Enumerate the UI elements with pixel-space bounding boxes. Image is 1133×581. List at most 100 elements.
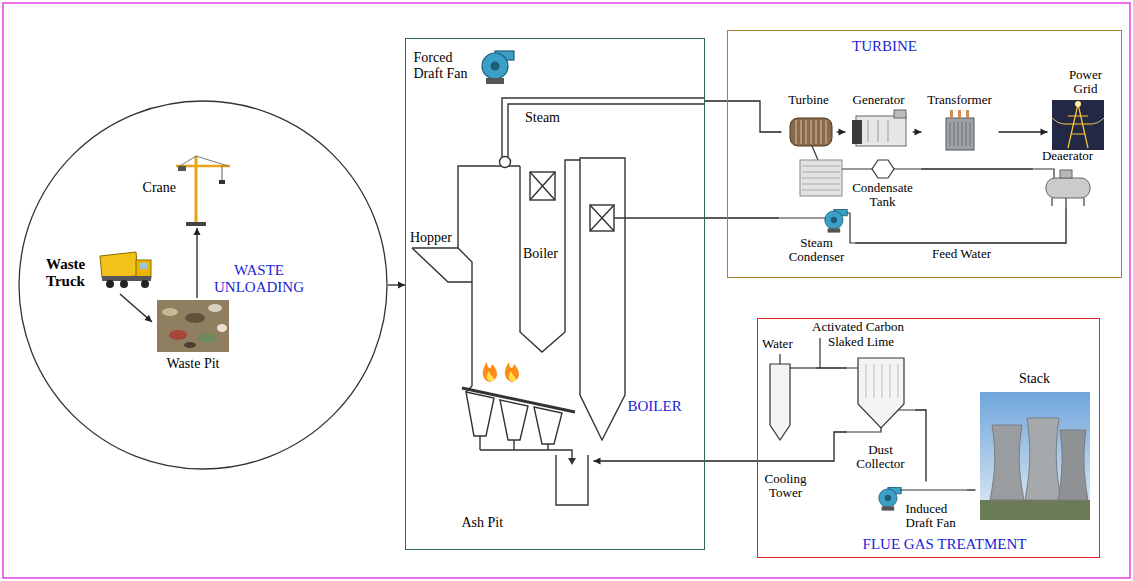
node-label: Waste Pit <box>152 356 234 372</box>
radiator-body <box>800 160 842 196</box>
connector-line <box>855 210 1067 244</box>
turbine-box: TURBINETurbineGeneratorTransformerPower … <box>727 30 1122 278</box>
truck-item: Waste Truck <box>44 244 154 294</box>
crane-icon <box>176 156 230 226</box>
part-label: Slaked Lime <box>828 335 908 350</box>
night-sky <box>1052 100 1104 150</box>
tower <box>1058 430 1088 500</box>
hopper-funnel <box>412 248 472 282</box>
boiler-drawing <box>412 98 705 505</box>
flame <box>483 362 497 382</box>
generator-ribs <box>868 120 888 142</box>
radiator-fins <box>802 166 840 190</box>
ash-pit-tank <box>556 455 588 505</box>
crane-hook <box>219 180 225 184</box>
deaerator-tank <box>1046 178 1090 198</box>
arrow-head <box>194 228 201 235</box>
node-label: WASTE UNLOADING <box>204 262 314 297</box>
node-label: Generator <box>846 93 912 108</box>
connector <box>705 101 782 132</box>
turbine-icon <box>790 118 832 146</box>
transformer-body <box>946 118 974 150</box>
superheater <box>530 172 555 200</box>
waste-piece <box>169 330 187 340</box>
hopper-chute <box>412 248 472 386</box>
steam-pipe <box>502 98 705 157</box>
node-label: TURBINE <box>835 38 935 55</box>
deaerator-outlet <box>1065 198 1066 210</box>
connector-line <box>594 432 848 461</box>
turbine-blades <box>796 120 826 144</box>
power-wires <box>1052 118 1104 124</box>
arrow-head <box>1041 129 1048 136</box>
power-grid-image <box>1052 100 1104 150</box>
part-label: Hopper <box>410 230 460 246</box>
truck-bed <box>100 252 138 278</box>
tower <box>1025 418 1061 500</box>
tower-outlet <box>790 367 814 368</box>
deaerator-inlet <box>1034 169 1054 179</box>
part-label: Water <box>762 337 802 352</box>
reagent-line <box>819 338 820 368</box>
waste-piece <box>184 342 196 348</box>
connector <box>194 228 201 298</box>
tank-item: Condensate Tank <box>846 156 921 214</box>
deaerator-item: Deaerator <box>1034 148 1103 210</box>
connector-line <box>705 217 780 218</box>
waste-piece <box>185 313 205 323</box>
steam-pipe <box>508 104 705 157</box>
waste-piece <box>198 333 216 343</box>
generator-end <box>852 120 862 144</box>
node-label: Condensate Tank <box>846 181 920 211</box>
collector-pipes <box>848 368 914 432</box>
node-label: FLUE GAS TREATMENT <box>840 536 1050 553</box>
flue-gas-box: FLUE GAS TREATMENT Cooling TowerDust Coll… <box>757 318 1100 558</box>
collector-body <box>858 358 904 428</box>
economizer-pass <box>580 158 625 440</box>
forced-draft-fan-icon <box>482 51 514 84</box>
waste-piece <box>162 308 178 316</box>
flame <box>505 362 519 382</box>
waste-pit-image <box>157 300 229 352</box>
economizer <box>590 205 614 231</box>
ash-hopper <box>534 407 562 444</box>
node-label: Forced Draft Fan <box>414 50 476 82</box>
arrow-head <box>594 458 601 465</box>
edge-label: Feed Water <box>930 247 993 262</box>
ash-pit-item: Ash Pit <box>458 450 594 535</box>
connector-line <box>915 410 927 482</box>
water-inlet <box>779 354 780 364</box>
crane-item: Crane <box>130 150 234 228</box>
boiler-pass <box>520 160 580 352</box>
power-grid-item: Power Grid <box>1048 66 1115 156</box>
feed-pipe <box>614 217 705 218</box>
generator-icon <box>852 110 906 146</box>
node-label: Induced Draft Fan <box>906 502 966 532</box>
truck-wheel <box>141 280 149 288</box>
dust-collector-item: Dust Collector <box>848 352 915 478</box>
id-fan-item: Induced Draft Fan <box>872 482 968 534</box>
condenser-pump-icon <box>825 210 847 233</box>
ash-line <box>480 436 572 459</box>
connector <box>120 294 152 322</box>
cooling-tower-item: Cooling Tower <box>758 356 815 506</box>
node-label: Transformer <box>922 93 998 108</box>
connector <box>388 282 405 289</box>
forced-fan-item: Forced Draft Fan <box>412 44 520 92</box>
furnace-wall <box>466 386 472 392</box>
ground <box>980 500 1090 520</box>
deaerator-dome <box>1060 170 1072 178</box>
crane-base <box>186 222 206 226</box>
crane-tie <box>180 156 196 166</box>
generator-body <box>856 116 906 146</box>
generator-item: Generator <box>846 90 913 156</box>
bushing <box>958 110 961 118</box>
crane-tie <box>196 156 228 166</box>
node-label: Ash Pit <box>462 515 522 531</box>
node-label: Steam Condenser <box>780 236 854 266</box>
arrow-head <box>144 315 152 322</box>
ash-arrow <box>568 458 576 465</box>
node-label: Dust Collector <box>848 443 914 473</box>
